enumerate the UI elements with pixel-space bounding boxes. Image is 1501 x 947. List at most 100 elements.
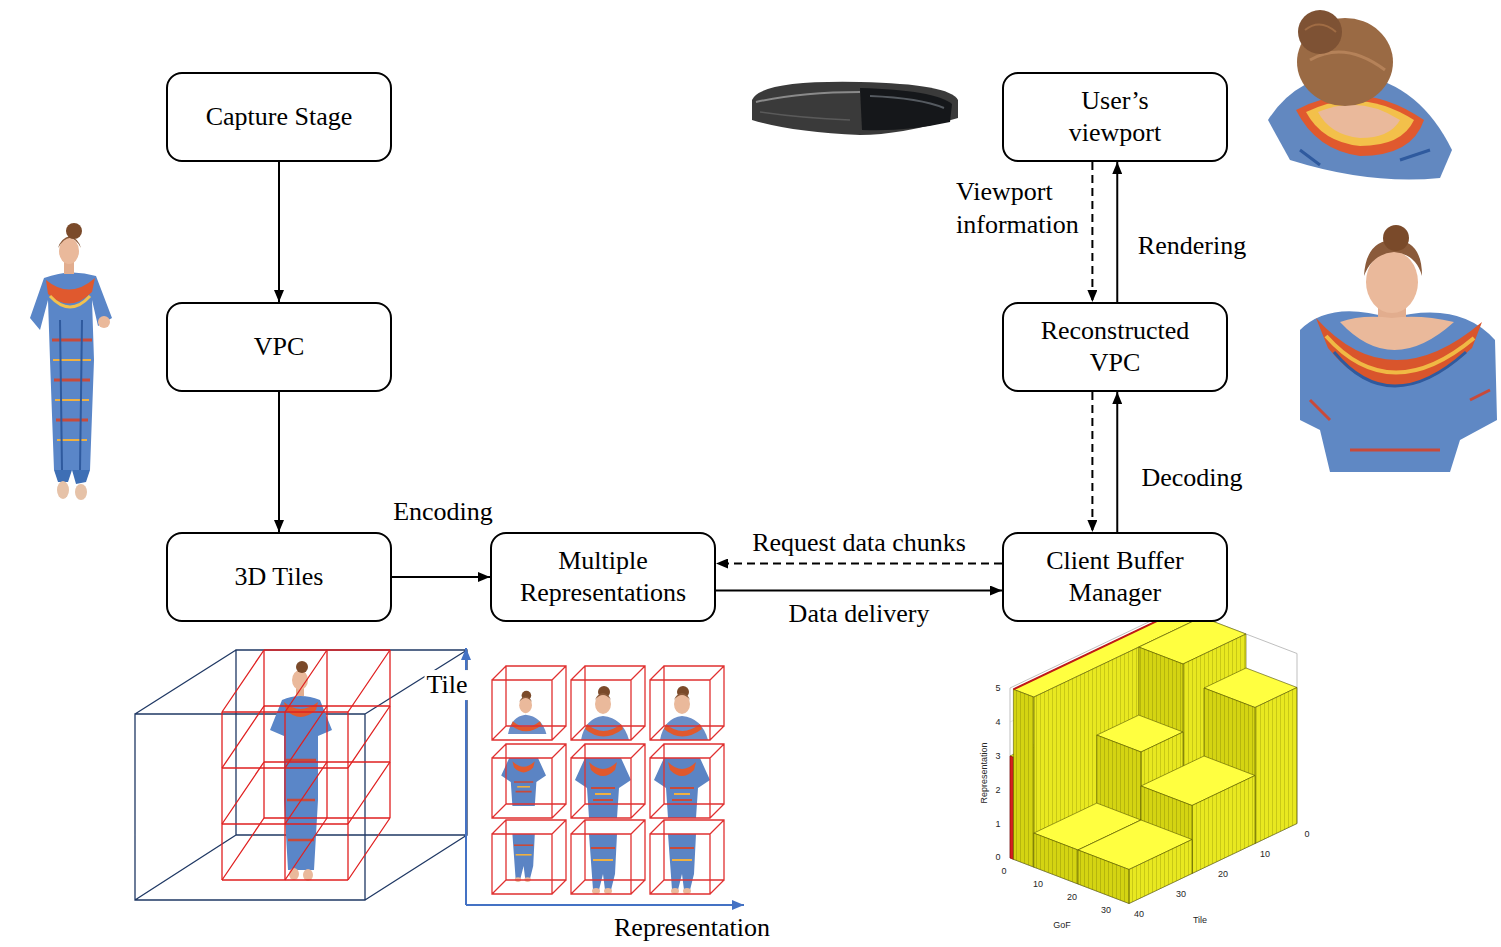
edge-label: Rendering [1138,230,1246,263]
representation-grid-part [492,820,566,894]
person-figure-part [60,320,82,470]
arrow [278,162,280,302]
headset-icon-part [860,88,952,130]
representation-grid-part-part [650,744,724,818]
chart-axis-title: GoF [1053,920,1071,930]
representation-grid-part-part-part [508,691,546,734]
tiled-figure-part [284,702,318,717]
dashed-arrow [1091,392,1093,532]
representation-grid-part-part [501,758,546,806]
bar-chart-part-part [1013,689,1033,867]
tick-label: 0 [1304,829,1309,839]
bar-chart-part-part [1010,756,1013,859]
edge-label: Encoding [393,496,493,529]
tick-label: 10 [1260,849,1270,859]
person-top-view-part [1300,150,1430,165]
person-figure-part [53,360,91,440]
bar-chart-part [1010,609,1297,903]
person-figure-part [54,470,90,484]
representation-grid-part-part [492,744,566,818]
representation-grid-part [650,820,724,894]
tile-cube [135,650,467,900]
tiled-figure-part [296,661,308,673]
tiled-figure-part [289,868,299,880]
arrow [1116,162,1118,302]
representation-grid-part-part [571,744,645,818]
headset-icon-part [760,112,850,120]
representation-grid-part [571,744,645,818]
representation-grid-part-part [589,834,617,894]
tick-label: 0 [995,852,1000,862]
axis-arrows-part [466,904,744,906]
person-top-view-part [1298,10,1342,54]
edge-label: Viewport information [956,176,1084,241]
person-top-view-part [1306,101,1414,146]
representation-grid-part-part [571,820,645,894]
tick-label: 3 [995,751,1000,761]
box-text: Multiple Representations [502,545,704,610]
arrow [1116,392,1118,532]
headset-icon-part [870,96,944,108]
representation-grid-part-part [571,666,645,740]
person-top-view-part [1305,24,1336,32]
person-bust-part [1334,352,1466,386]
bar-chart-part-part [1010,608,1297,904]
representation-grid-part-part [660,686,708,740]
tile-cube-part [135,650,467,900]
box-text: VPC [254,331,305,364]
person-figure-part [50,296,90,307]
headset-icon-part [752,82,958,135]
tile-grid-part [222,650,390,880]
representation-grid-part [650,666,724,740]
process-box: Multiple Representations [490,532,716,622]
process-box: 3D Tiles [166,532,392,622]
process-box: User’s viewport [1002,72,1228,162]
bar-chart-part-part [1078,850,1129,904]
box-text: 3D Tiles [235,561,324,594]
person-figure-part [57,481,69,499]
representation-grid-part [571,820,645,894]
chart-axis-title: Representation [979,742,989,803]
representation-grid-part-part [492,666,566,740]
representation-grid-part-part-part [501,758,546,806]
representation-grid-part-part [508,691,546,734]
person-figure [30,223,112,500]
tick-label: 5 [995,683,1000,693]
chart-axis-title: Tile [1193,915,1207,925]
box-text: Reconstructed VPC [1034,315,1196,380]
edge-label: Decoding [1141,462,1242,495]
process-box: Capture Stage [166,72,392,162]
person-figure-part [30,272,112,470]
tiled-figure [270,661,332,881]
representation-grid-part-part-part [512,834,534,882]
process-box: Reconstructed VPC [1002,302,1228,392]
person-top-view-part [1318,105,1400,138]
person-figure-part [75,484,87,500]
representation-grid-part [492,666,566,740]
person-bust-part [1300,311,1497,472]
person-bust-part [1383,225,1409,251]
person-bust [1300,225,1497,472]
representation-grid-part-part [492,820,566,894]
person-top-view-part [1296,95,1424,156]
person-top-view [1268,10,1452,180]
tick-label: 30 [1101,905,1111,915]
box-text: Capture Stage [206,101,353,134]
arrow [392,576,490,578]
person-figure-part [98,316,110,328]
arrow [278,392,280,532]
representation-grid-part-part [650,666,724,740]
representation-grid-part-part [512,834,534,882]
tick-label: 4 [995,717,1000,727]
tiled-figure-part [270,696,332,870]
representation-grid-part-part [668,834,696,894]
representation-grid-part-part [650,820,724,894]
process-box: Client Buffer Manager [1002,532,1228,622]
tick-label: 20 [1067,892,1077,902]
representation-grid-part [650,744,724,818]
axis-label: Tile [425,670,470,700]
person-figure-part [66,223,82,239]
tick-label: 1 [995,819,1000,829]
tick-label: 10 [1033,879,1043,889]
